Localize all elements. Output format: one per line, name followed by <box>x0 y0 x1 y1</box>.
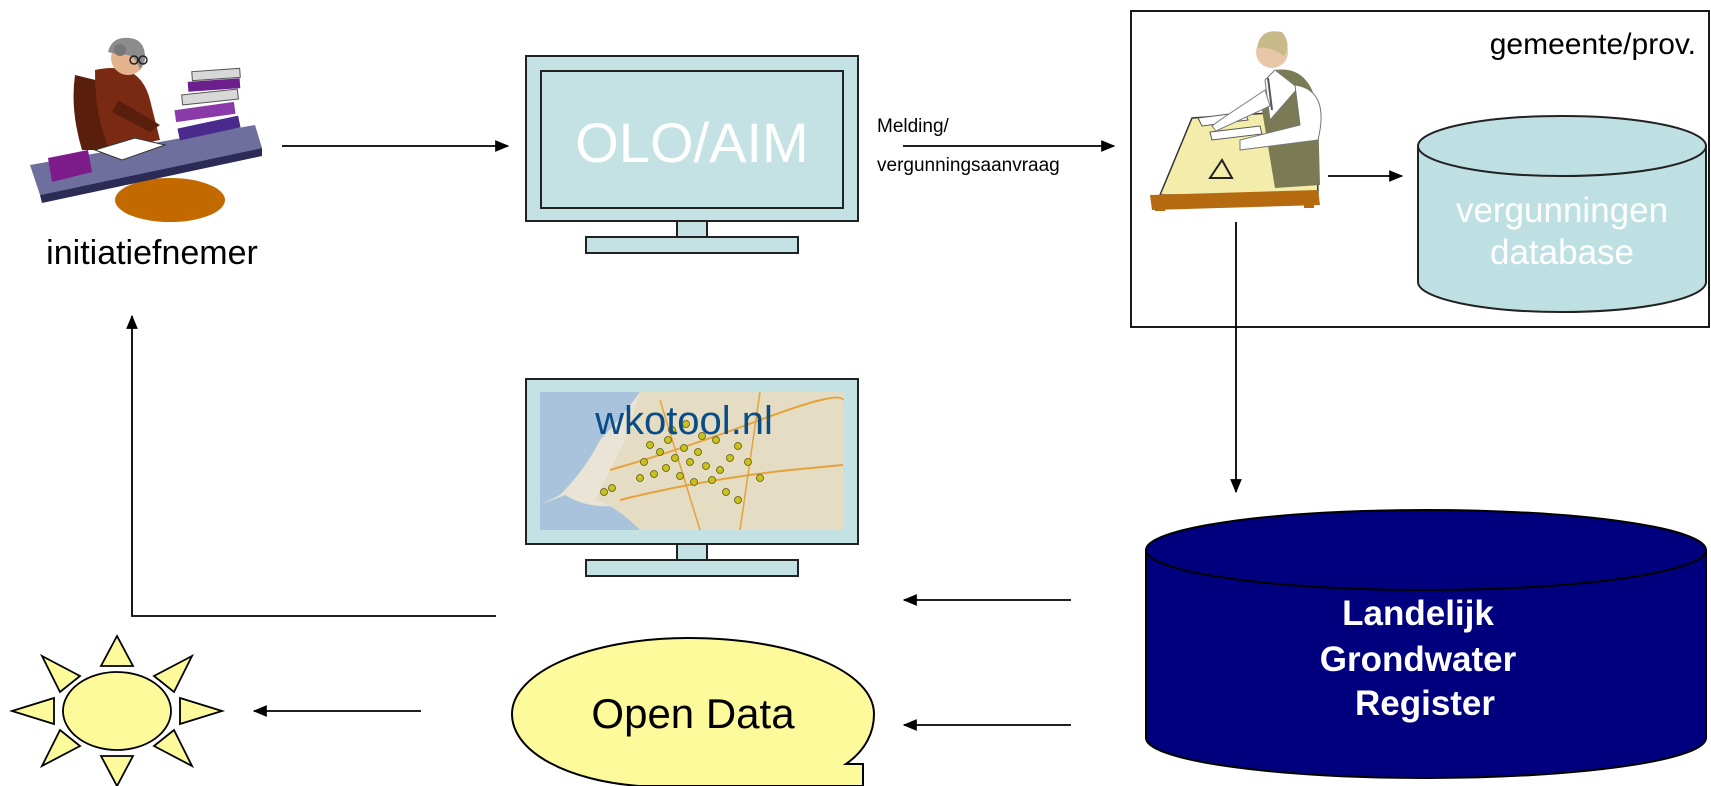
initiator-label: initiatiefnemer <box>46 234 258 272</box>
open-data-label: Open Data <box>591 690 795 737</box>
person-at-desk-icon <box>30 37 262 222</box>
authority-label: gemeente/prov. <box>1490 28 1696 61</box>
registry-label-line3: Register <box>1355 684 1495 723</box>
wkotool-label: wkotool.nl <box>594 399 773 443</box>
registry-label-line2: Grondwater <box>1320 640 1517 679</box>
arrow-feedback-to-initiator <box>126 314 496 617</box>
submission-label-line1: Melding/ <box>877 116 950 137</box>
registry-label-line1: Landelijk <box>1342 594 1494 633</box>
speech-bubble-icon <box>510 636 876 786</box>
clerk-at-drafting-table-icon <box>1150 31 1322 211</box>
permits-db-label-line2: database <box>1490 233 1634 272</box>
submission-label-line2: vergunningsaanvraag <box>877 155 1060 176</box>
registry-database-icon <box>1145 509 1707 779</box>
monitor-icon <box>525 55 859 254</box>
sun-icon <box>8 634 226 786</box>
permits-database-icon <box>1417 115 1707 313</box>
permits-db-label-line1: vergunningen <box>1456 191 1668 230</box>
olo-screen-label: OLO/AIM <box>575 111 808 174</box>
netherlands-map-thumbnail <box>540 391 844 531</box>
